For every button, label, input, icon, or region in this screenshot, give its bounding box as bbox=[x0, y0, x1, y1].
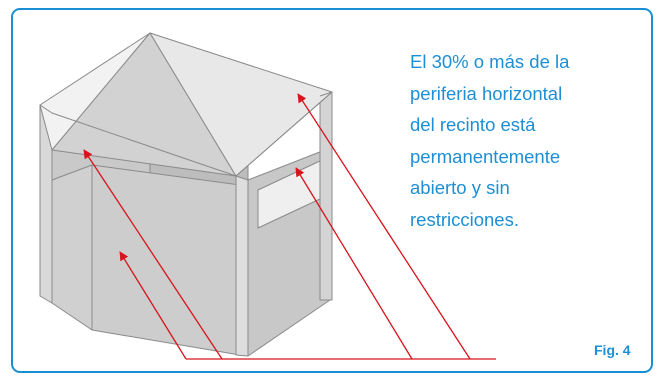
front-right-post bbox=[235, 175, 249, 357]
caption-line: periferia horizontal bbox=[410, 82, 563, 104]
caption-line: permanentemente bbox=[410, 145, 561, 167]
back-right-post bbox=[319, 91, 333, 301]
caption-line: restricciones. bbox=[410, 208, 519, 230]
indicator-arrows bbox=[83, 93, 496, 360]
caption-line: del recinto está bbox=[410, 114, 536, 135]
figure-label: Fig. 4 bbox=[594, 342, 631, 358]
tent-structure bbox=[39, 32, 333, 357]
caption-line: El 30% o más de la bbox=[410, 51, 570, 72]
arrow-to-roof-corner bbox=[297, 93, 471, 360]
arrow-to-side-wall bbox=[119, 251, 187, 360]
roof-eave bbox=[39, 91, 333, 177]
caption-line: abierto y sin bbox=[410, 177, 510, 198]
arrow-to-right-window bbox=[295, 167, 413, 360]
left-side-panel bbox=[51, 164, 93, 331]
figure-caption: El 30% o más de la periferia horizontal … bbox=[410, 46, 610, 235]
arrow-to-front-opening bbox=[83, 149, 223, 360]
